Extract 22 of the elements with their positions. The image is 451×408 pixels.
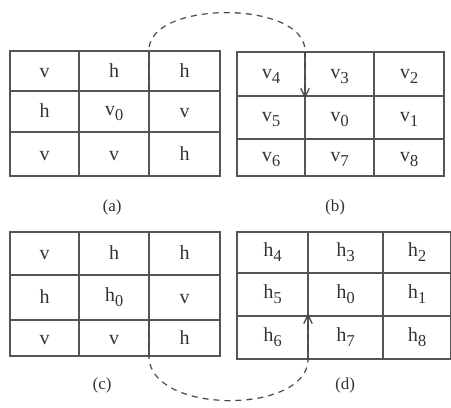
grid-cell: h$_{4}$ [236, 231, 309, 274]
panel-label: (b) [325, 196, 345, 216]
grid-cell: v [9, 50, 80, 92]
grid-cell: h$_{8}$ [382, 315, 451, 360]
dashed-arrow [148, 12, 310, 98]
grid-cell: v [9, 319, 80, 357]
panel-label: (d) [335, 374, 355, 394]
grid-cell: h$_{6}$ [236, 315, 309, 360]
panel-label: (a) [102, 196, 122, 216]
dashed-arrow [148, 314, 314, 402]
grid-cell: v [9, 231, 80, 276]
grid-cell: h$_{2}$ [382, 231, 451, 274]
grid-cell: h [148, 50, 221, 92]
grid-cell: v$_{6}$ [236, 138, 306, 177]
grid-cell: h [148, 319, 221, 357]
panel-label: (c) [92, 374, 112, 394]
grid-cell: v [9, 131, 80, 177]
grid-cell: v$_{2}$ [373, 51, 445, 97]
grid-cell: v$_{8}$ [373, 138, 445, 177]
grid-cell: h [148, 131, 221, 177]
grid-cell: h [148, 231, 221, 276]
grid-cell: v$_{4}$ [236, 51, 306, 97]
